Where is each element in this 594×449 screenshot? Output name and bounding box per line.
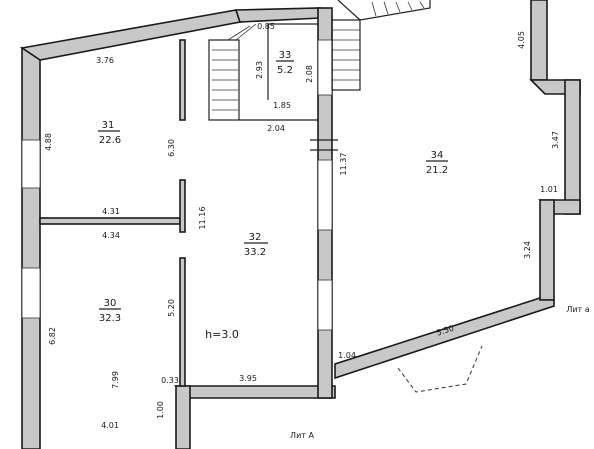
dim-395: 3.95 [239, 374, 257, 383]
dim-799: 7.99 [111, 371, 120, 389]
room-31-area: 22.6 [99, 135, 121, 146]
room-32: 32 33.2 [244, 232, 268, 258]
ceiling-height-label: h=3.0 [205, 328, 239, 341]
dim-520: 5.20 [167, 299, 176, 317]
windows [21, 39, 333, 331]
room-30-number: 30 [104, 298, 117, 309]
dim-085: 0.85 [257, 22, 275, 31]
dim-488: 4.88 [44, 133, 53, 151]
dim-434: 4.34 [102, 231, 120, 240]
lit-a-lower-label: Лит а [566, 305, 589, 314]
dim-101: 1.01 [540, 185, 558, 194]
dimension-labels: 3.76 0.85 2.93 2.08 1.85 2.04 4.88 6.30 … [44, 22, 560, 430]
dim-324: 3.24 [523, 241, 532, 259]
dim-204: 2.04 [267, 124, 285, 133]
dim-104: 1.04 [338, 351, 356, 360]
dim-405: 4.05 [517, 31, 526, 49]
room-34-number: 34 [431, 150, 444, 161]
dim-208: 2.08 [305, 65, 314, 83]
room-33-area: 5.2 [277, 65, 293, 76]
dim-401: 4.01 [101, 421, 119, 430]
room-34-area: 21.2 [426, 165, 448, 176]
lit-a-upper-label: Лит А [290, 431, 314, 440]
dim-1116: 11.16 [198, 207, 207, 230]
dim-1137: 11.37 [339, 153, 348, 176]
dim-431: 4.31 [102, 207, 120, 216]
room-31: 31 22.6 [98, 120, 121, 146]
dim-100: 1.00 [156, 401, 165, 419]
dim-347: 3.47 [551, 131, 560, 149]
dim-630: 6.30 [167, 139, 176, 157]
room-30-area: 32.3 [99, 313, 121, 324]
dim-033: 0.33 [161, 376, 179, 385]
bay-outline [397, 345, 483, 393]
dim-293: 2.93 [255, 61, 264, 79]
room-31-number: 31 [102, 120, 115, 131]
room-33: 33 5.2 [276, 50, 294, 76]
stairs-right [331, 0, 431, 91]
outer-walls [19, 0, 581, 449]
stairs-left [212, 23, 257, 111]
room-32-area: 33.2 [244, 247, 266, 258]
room-32-number: 32 [249, 232, 262, 243]
room-34: 34 21.2 [426, 150, 448, 176]
dim-682: 6.82 [48, 327, 57, 345]
room-30: 30 32.3 [99, 298, 121, 324]
dim-185: 1.85 [273, 101, 291, 110]
dim-376: 3.76 [96, 56, 114, 65]
room-33-number: 33 [279, 50, 292, 61]
